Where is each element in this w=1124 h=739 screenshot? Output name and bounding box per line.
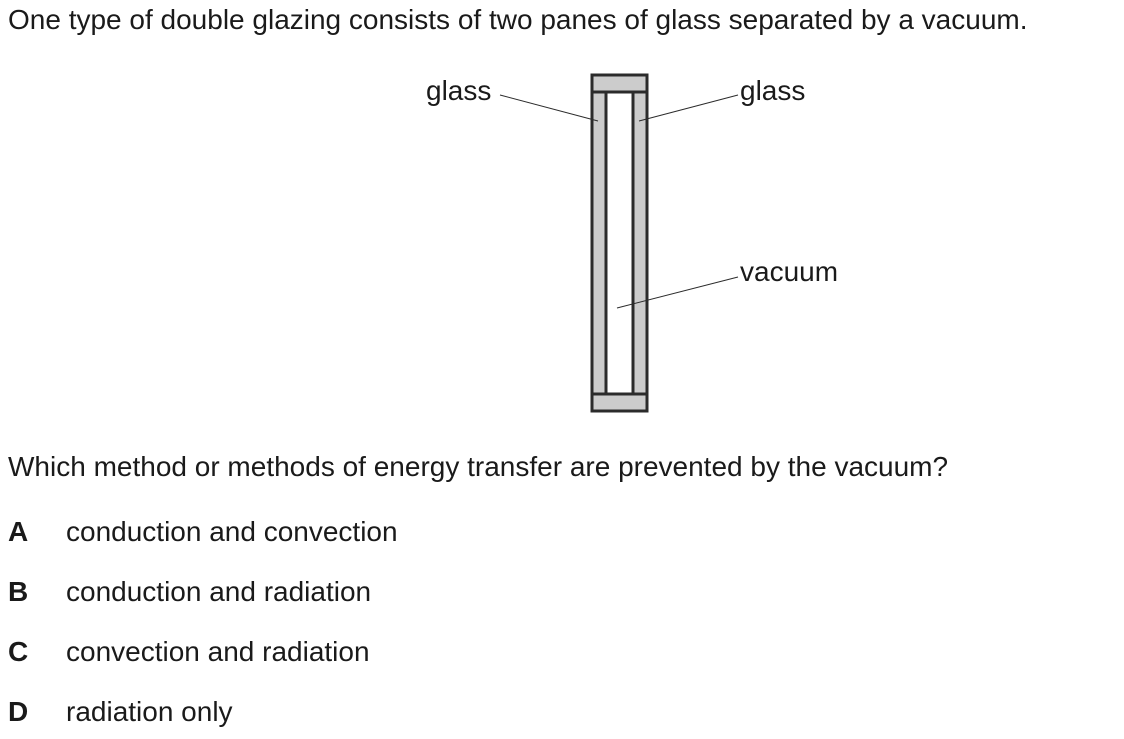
vacuum-gap [604,90,635,396]
option-letter: A [8,516,29,547]
option-text: radiation only [66,696,233,727]
label-vacuum: vacuum [740,256,838,287]
option-letter: B [8,576,29,607]
vacuum-leader [616,276,739,309]
intro-text: One type of double glazing consists of t… [8,4,1028,35]
option-text: convection and radiation [66,636,370,667]
left-glass-leader [499,94,599,122]
option-letter: C [8,636,29,667]
option-text: conduction and convection [66,516,398,547]
double-glazing-diagram: glass glass vacuum [426,73,838,413]
option-text: conduction and radiation [66,576,372,607]
label-glass-left: glass [426,75,491,106]
label-glass-right: glass [740,75,805,106]
right-glass-leader [638,94,739,122]
option-letter: D [8,696,29,727]
question-text: Which method or methods of energy transf… [8,451,949,482]
